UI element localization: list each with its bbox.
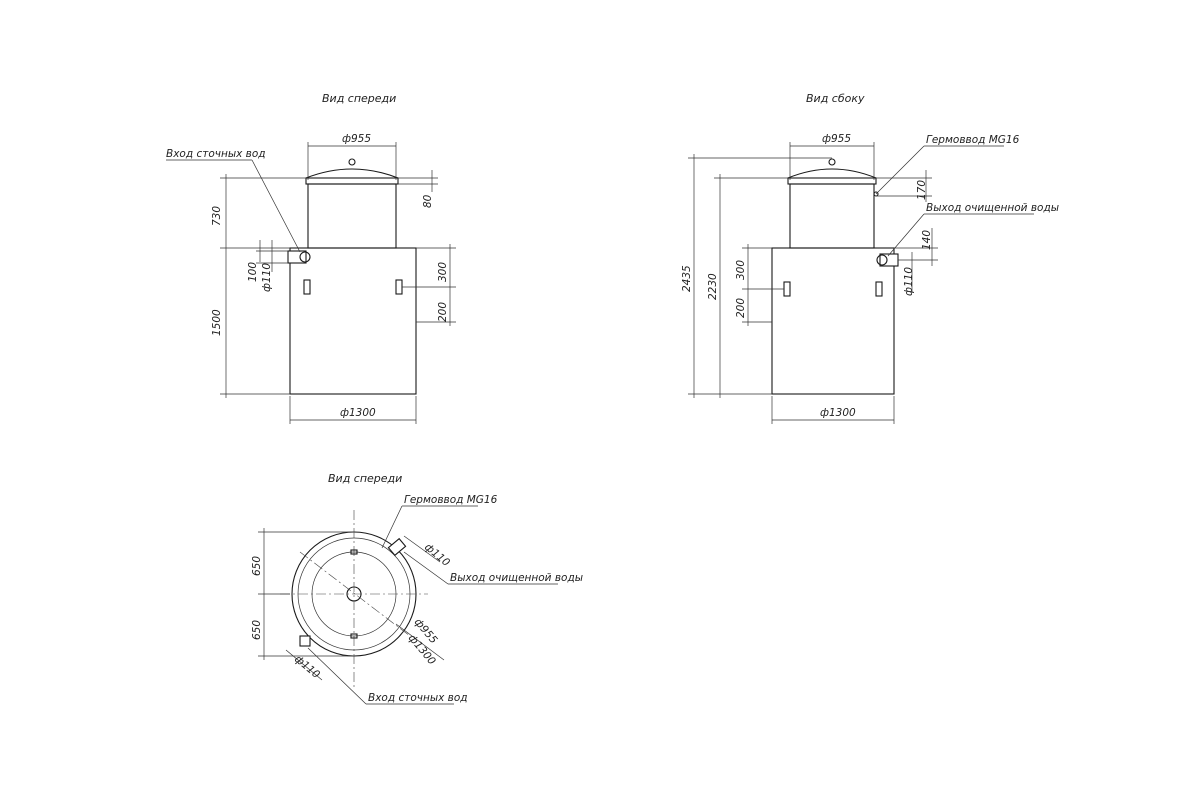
side-dim-2230: 2230: [707, 273, 719, 300]
front-neck: [307, 183, 397, 249]
side-dim-200: 200: [735, 298, 747, 318]
side-dim-955: ф955: [822, 133, 851, 145]
top-view-title: Вид спереди: [328, 472, 402, 485]
side-dim-170: 170: [916, 180, 928, 200]
side-outlet-leader: [887, 213, 925, 257]
front-dim-955: ф955: [342, 133, 371, 145]
top-view: Вид спереди 650 650 Гермоввод MG16 ф110: [251, 472, 583, 705]
top-inlet-pipe: [299, 635, 311, 647]
front-view: Вид спереди ф955 ф1300 730 1500: [166, 92, 456, 424]
front-dim-inlet-d110: ф110: [261, 263, 273, 292]
front-dim-1300: ф1300: [340, 407, 376, 419]
side-lid-rim: [787, 177, 877, 185]
side-view-title: Вид сбоку: [806, 92, 865, 105]
side-fitting-left: [783, 281, 791, 297]
front-lid-dome: [305, 168, 399, 179]
top-gland-label: Гермоввод MG16: [404, 494, 498, 506]
front-inlet-opening: [299, 251, 311, 263]
top-outlet-label: Выход очищенной воды: [450, 572, 583, 584]
side-dim-2435: 2435: [681, 265, 693, 292]
front-dim-100: 100: [247, 262, 259, 282]
side-neck: [789, 183, 875, 249]
top-inlet-leader: [307, 647, 367, 705]
front-lid-rim: [305, 177, 399, 185]
front-dim-300: 300: [437, 262, 449, 282]
front-view-title: Вид спереди: [322, 92, 396, 105]
front-fitting-left: [303, 279, 311, 295]
front-inlet-label: Вход сточных вод: [166, 148, 266, 160]
side-outlet-label: Выход очищенной воды: [926, 202, 1059, 214]
side-lid-dome: [787, 168, 877, 179]
top-dim-650-top: 650: [251, 556, 263, 576]
top-dim-650-bottom: 650: [251, 620, 263, 640]
side-gland-leader: [875, 145, 925, 195]
side-gland-label: Гермоввод MG16: [926, 134, 1020, 146]
front-body: [289, 247, 417, 395]
front-inlet-leader: [251, 159, 301, 253]
top-outlet-leader: [403, 551, 449, 585]
side-dim-300: 300: [735, 260, 747, 280]
side-body: [771, 247, 895, 395]
side-dim-outlet-d110: ф110: [903, 267, 915, 296]
front-dim-200: 200: [437, 302, 449, 322]
top-marker-lower: [350, 633, 358, 639]
front-fitting-right: [395, 279, 403, 295]
top-diag-line: [299, 551, 411, 637]
top-gland-leader: [381, 505, 403, 549]
top-inlet-label: Вход сточных вод: [368, 692, 468, 704]
top-outlet-pipe: [387, 537, 407, 557]
side-fitting-right: [875, 281, 883, 297]
side-outlet-pipe: [879, 253, 899, 267]
side-view: Вид сбоку ф955 ф1300 2435 2230: [681, 92, 1059, 424]
side-lid-handle: [828, 158, 836, 166]
front-dim-1500: 1500: [211, 309, 223, 336]
side-outlet-opening: [876, 254, 888, 266]
front-lid-handle: [348, 158, 356, 166]
front-dim-80: 80: [422, 194, 434, 208]
top-dim-inlet-line: [285, 649, 323, 681]
top-dim-outlet-line: [403, 535, 441, 563]
side-dim-1300: ф1300: [820, 407, 856, 419]
front-dim-730: 730: [211, 206, 223, 226]
side-dim-140: 140: [921, 230, 933, 250]
top-dim-outlet-d110: ф110: [422, 541, 452, 569]
top-dim-diam-leader: [395, 623, 445, 661]
top-marker-upper: [350, 549, 358, 555]
